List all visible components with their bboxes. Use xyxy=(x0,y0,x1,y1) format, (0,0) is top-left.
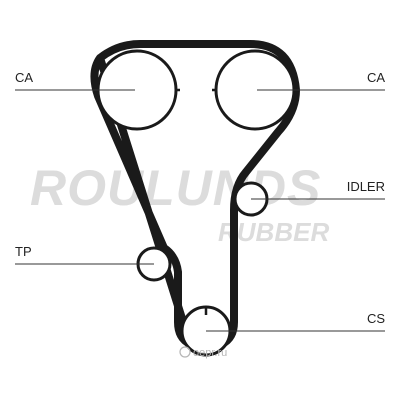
label-ca-left: CA xyxy=(15,70,33,85)
label-idler: IDLER xyxy=(347,179,385,194)
label-cs: CS xyxy=(367,311,385,326)
timing-belt xyxy=(90,40,300,348)
leader-lines xyxy=(15,89,385,332)
label-ca-right: CA xyxy=(367,70,385,85)
watermark-brand: ROULUNDS xyxy=(30,160,321,216)
site-watermark-text: oepr.ru xyxy=(193,347,227,359)
site-watermark: oepr.ru xyxy=(179,346,227,359)
label-tp: TP xyxy=(15,244,32,259)
site-logo-icon xyxy=(179,346,191,358)
brand-watermark: ROULUNDS RUBBER xyxy=(30,160,329,247)
